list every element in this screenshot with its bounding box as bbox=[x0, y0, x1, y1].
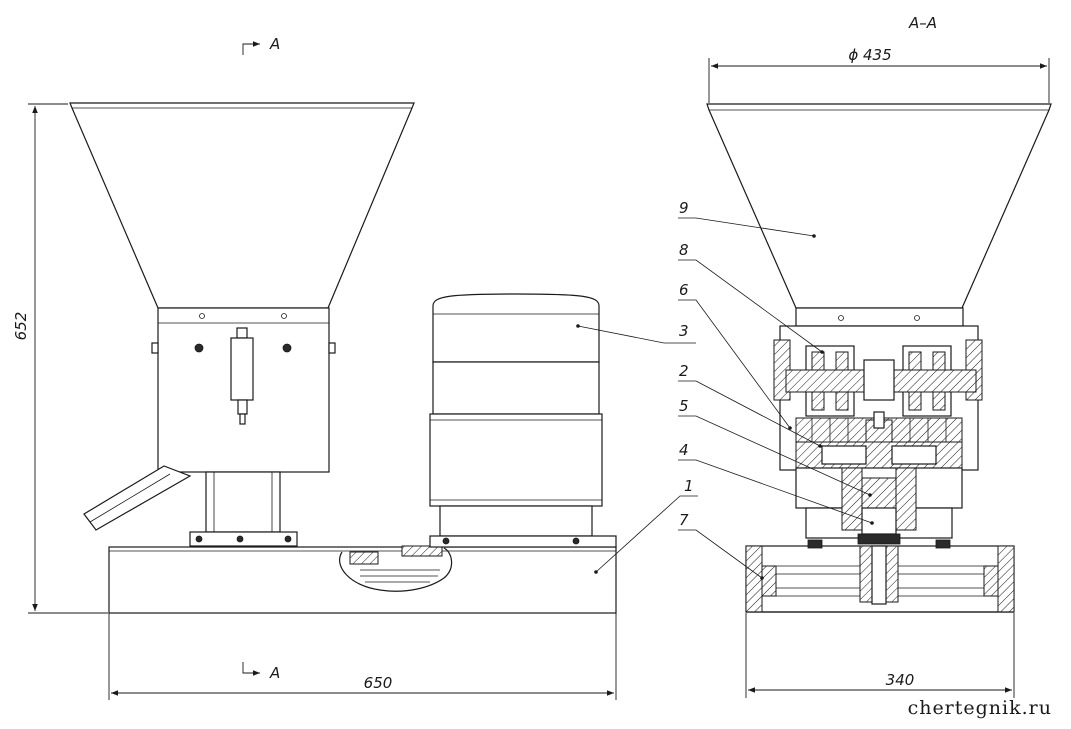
callout-1: 1 bbox=[594, 477, 698, 574]
section-mark-top-label: A bbox=[269, 35, 280, 53]
callout-5-label: 5 bbox=[679, 397, 689, 415]
callout-7: 7 bbox=[678, 511, 764, 580]
dimension-width: 340 bbox=[745, 613, 1015, 698]
front-motor bbox=[429, 293, 617, 548]
callout-8: 8 bbox=[678, 241, 824, 354]
callout-6-label: 6 bbox=[679, 281, 689, 299]
section-upper-housing bbox=[773, 307, 983, 471]
callout-1-label: 1 bbox=[684, 477, 694, 495]
dimension-height: 652 bbox=[12, 103, 108, 614]
width-dimension-label: 340 bbox=[886, 671, 915, 689]
callout-2-label: 2 bbox=[679, 362, 689, 380]
callout-2: 2 bbox=[678, 362, 822, 448]
base-frame bbox=[108, 545, 617, 614]
section-view-title: A–A bbox=[908, 14, 937, 32]
section-base bbox=[745, 539, 1015, 613]
section-view bbox=[706, 103, 1052, 613]
callout-4: 4 bbox=[678, 441, 874, 525]
section-hopper bbox=[706, 103, 1052, 309]
callout-3-label: 3 bbox=[679, 322, 689, 340]
dimension-diameter: ϕ 435 bbox=[708, 46, 1050, 103]
watermark-text: chertegnik.ru bbox=[908, 697, 1052, 719]
front-hopper bbox=[69, 102, 415, 309]
callout-9-label: 9 bbox=[679, 199, 689, 217]
callout-3: 3 bbox=[576, 322, 696, 344]
height-dimension-label: 652 bbox=[12, 312, 30, 341]
section-mark-bottom: A bbox=[242, 662, 280, 682]
front-housing bbox=[83, 307, 336, 547]
section-shaft bbox=[795, 467, 963, 545]
callout-4-label: 4 bbox=[679, 441, 689, 459]
callout-8-label: 8 bbox=[679, 241, 689, 259]
callout-5: 5 bbox=[678, 397, 872, 497]
section-mark-top: A bbox=[242, 35, 280, 55]
section-mark-bottom-label: A bbox=[269, 664, 280, 682]
front-view bbox=[69, 102, 617, 614]
dimension-length: 650 bbox=[108, 613, 617, 700]
callout-9: 9 bbox=[678, 199, 816, 238]
callout-7-label: 7 bbox=[679, 511, 689, 529]
callout-6: 6 bbox=[678, 281, 792, 430]
diameter-dimension-label: ϕ 435 bbox=[848, 46, 891, 64]
length-dimension-label: 650 bbox=[364, 674, 393, 692]
